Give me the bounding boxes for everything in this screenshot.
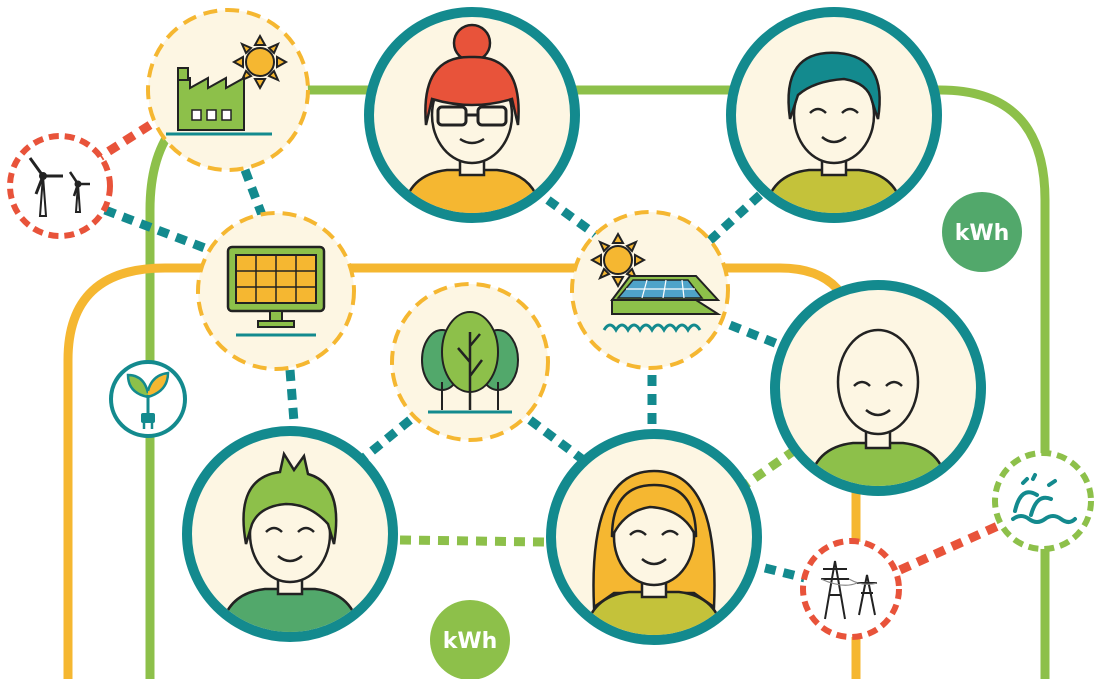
link-teal-house bbox=[701, 191, 764, 249]
sun-icon bbox=[589, 231, 647, 289]
power-pylon-icon bbox=[820, 560, 878, 620]
solar-factory-icon bbox=[166, 33, 289, 136]
link-green-yellow bbox=[399, 535, 546, 547]
kwh-label: kWh bbox=[443, 629, 498, 654]
wind-turbine-icon bbox=[28, 157, 90, 217]
link-factory-wind bbox=[92, 121, 153, 164]
power-pylon-node bbox=[800, 538, 902, 640]
kwh-label: kWh bbox=[955, 221, 1010, 246]
link-wind-panel bbox=[103, 205, 212, 255]
kwh-badge-top: kWh bbox=[942, 192, 1022, 272]
link-bald-yellow bbox=[742, 446, 798, 489]
person-red-bun-glasses bbox=[364, 7, 580, 223]
kwh-badge-bottom: kWh bbox=[430, 600, 510, 679]
trees-icon bbox=[421, 311, 519, 414]
avatar bbox=[582, 469, 726, 635]
person-green-spiky-hair bbox=[182, 426, 398, 642]
solar-panel-icon bbox=[226, 245, 326, 337]
link-trees-yellow bbox=[527, 416, 593, 469]
solar-house-node bbox=[570, 210, 730, 370]
hydro-wave-icon bbox=[1011, 473, 1077, 524]
sun-icon bbox=[231, 33, 289, 91]
eco-plug-icon bbox=[126, 371, 170, 429]
person-bald bbox=[770, 280, 986, 496]
trees-node bbox=[390, 282, 550, 442]
wind-turbine-node bbox=[7, 133, 113, 239]
link-factory-panel bbox=[240, 168, 267, 217]
person-teal-hair bbox=[726, 7, 942, 223]
link-panel-green bbox=[285, 369, 300, 436]
hydro-node bbox=[992, 450, 1094, 552]
solar-house-icon bbox=[589, 231, 722, 333]
link-yellow-pylon bbox=[763, 563, 807, 583]
link-pylon-hydro bbox=[898, 520, 1002, 575]
solar-panel-node bbox=[196, 211, 356, 371]
eco-plug-badge bbox=[109, 360, 187, 438]
person-yellow-hair bbox=[546, 429, 762, 645]
link-house-bald bbox=[728, 320, 782, 350]
solar-factory-node bbox=[146, 8, 310, 172]
